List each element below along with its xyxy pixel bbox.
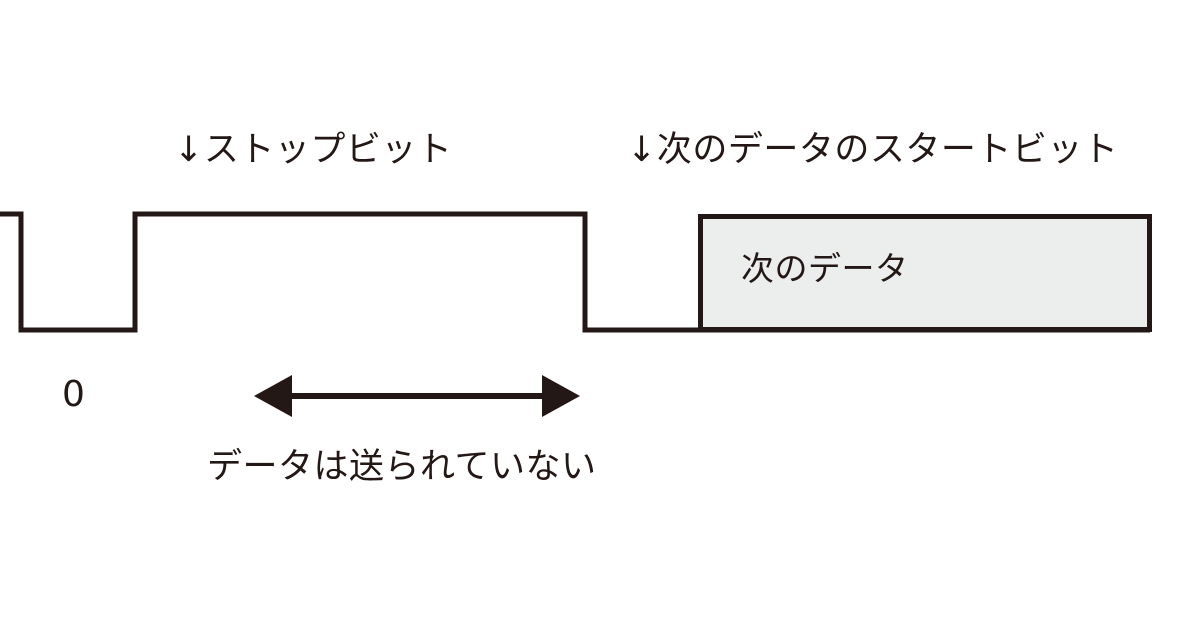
logic-low-zero-label: 0 (62, 374, 85, 415)
stop-bit-label: ↓ストップビット (174, 130, 453, 170)
idle-period-caption: データは送られていない (207, 447, 597, 487)
signal-waveform-path (0, 211, 1150, 333)
next-data-block-rect (698, 214, 1152, 332)
idle-period-double-arrow (254, 375, 580, 417)
idle-arrow-head-left (254, 375, 292, 417)
idle-arrow-head-right (542, 375, 580, 417)
next-data-block-label: 次のデータ (741, 249, 909, 288)
next-data-start-bit-label: ↓次のデータのスタートビット (627, 130, 1119, 170)
